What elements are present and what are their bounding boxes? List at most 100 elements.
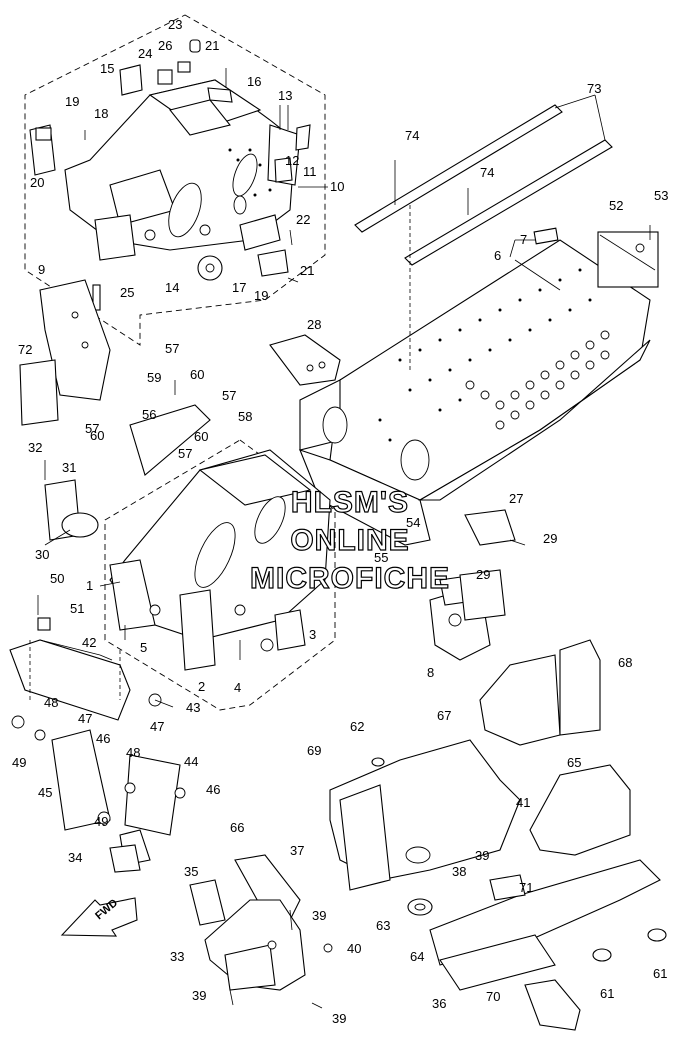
callout-39-mid: 39 [475, 848, 489, 863]
callout-64: 64 [410, 949, 424, 964]
callout-20: 20 [30, 175, 44, 190]
callout-51: 51 [70, 601, 84, 616]
lower-frame-assembly-box [104, 439, 336, 711]
callout-29-right: 29 [543, 531, 557, 546]
callout-74-right: 74 [480, 165, 494, 180]
left-brackets [19, 279, 341, 426]
callout-73: 73 [587, 81, 601, 96]
callout-70: 70 [486, 989, 500, 1004]
callout-8: 8 [427, 665, 434, 680]
callout-labels: 23 26 21 24 15 16 13 19 18 12 11 10 20 2… [12, 17, 668, 1026]
callout-21-low: 21 [300, 263, 314, 278]
callout-57-bottom: 57 [178, 446, 192, 461]
callout-62: 62 [350, 719, 364, 734]
leader-lines [29, 94, 606, 708]
callout-31: 31 [62, 460, 76, 475]
callout-15: 15 [100, 61, 114, 76]
callout-56: 56 [142, 407, 156, 422]
callout-3: 3 [309, 627, 316, 642]
callout-48-top: 48 [44, 695, 58, 710]
callout-2: 2 [198, 679, 205, 694]
callout-65: 65 [567, 755, 581, 770]
front-skid-plate [109, 844, 333, 1009]
callout-44: 44 [184, 754, 198, 769]
callout-34: 34 [68, 850, 82, 865]
callout-19-low: 19 [254, 288, 268, 303]
fwd-arrow-badge: FWD [60, 897, 138, 937]
callout-50: 50 [50, 571, 64, 586]
callout-13: 13 [278, 88, 292, 103]
callout-61-left: 61 [600, 986, 614, 1001]
callout-29-low: 29 [476, 567, 490, 582]
callout-59: 59 [147, 370, 161, 385]
lower-front-small-parts [9, 380, 274, 866]
callout-57-mid: 57 [222, 388, 236, 403]
callout-33: 33 [170, 949, 184, 964]
callout-48-mid: 48 [126, 745, 140, 760]
callout-24: 24 [138, 46, 152, 61]
callout-32: 32 [28, 440, 42, 455]
watermark-line-2: ONLINE [290, 524, 409, 557]
callout-42: 42 [82, 635, 96, 650]
callout-19-top: 19 [65, 94, 79, 109]
callout-47-right: 47 [150, 719, 164, 734]
callout-57-left: 57 [85, 421, 99, 436]
watermark: HLSM'S ONLINE MICROFICHE [249, 485, 450, 595]
upper-front-frame [64, 79, 301, 261]
callout-46-right: 46 [206, 782, 220, 797]
callout-36: 36 [432, 996, 446, 1011]
callout-11: 11 [303, 164, 317, 179]
callout-27: 27 [509, 491, 523, 506]
callout-69: 69 [307, 743, 321, 758]
callout-61-right: 61 [653, 966, 667, 981]
callout-47-top: 47 [78, 711, 92, 726]
callout-28: 28 [307, 317, 321, 332]
callout-74-left: 74 [405, 128, 419, 143]
callout-6: 6 [494, 248, 501, 263]
callout-30: 30 [35, 547, 49, 562]
callout-58: 58 [238, 409, 252, 424]
watermark-line-1: HLSM'S [291, 486, 409, 519]
watermark-line-3: MICROFICHE [250, 562, 450, 595]
callout-40: 40 [347, 941, 361, 956]
callout-41: 41 [516, 795, 530, 810]
callout-68: 68 [618, 655, 632, 670]
callout-67: 67 [437, 708, 451, 723]
callout-60-top: 60 [190, 367, 204, 382]
callout-54: 54 [406, 515, 420, 530]
callout-4: 4 [234, 680, 241, 695]
callout-10: 10 [330, 179, 344, 194]
callout-49-top: 49 [12, 755, 26, 770]
callout-26: 26 [158, 38, 172, 53]
callout-71: 71 [519, 880, 533, 895]
callout-18: 18 [94, 106, 108, 121]
callout-1: 1 [86, 578, 93, 593]
callout-52: 52 [609, 198, 623, 213]
callout-37: 37 [290, 843, 304, 858]
callout-49-low: 49 [94, 814, 108, 829]
callout-57-top: 57 [165, 341, 179, 356]
callout-60-left: 60 [90, 428, 104, 443]
callout-63: 63 [376, 918, 390, 933]
callout-9: 9 [38, 262, 45, 277]
callout-45: 45 [38, 785, 52, 800]
upper-frame-assembly-box [24, 14, 326, 346]
callout-39-skid: 39 [312, 908, 326, 923]
callout-66: 66 [230, 820, 244, 835]
callout-17: 17 [232, 280, 246, 295]
rear-footrest [329, 739, 667, 1031]
steering-brackets [429, 509, 526, 661]
callout-60-right: 60 [194, 429, 208, 444]
callout-38: 38 [452, 864, 466, 879]
callout-23: 23 [168, 17, 182, 32]
lower-front-frame [109, 449, 331, 671]
callout-22: 22 [296, 212, 310, 227]
callout-53: 53 [654, 188, 668, 203]
callout-46-top: 46 [96, 731, 110, 746]
callout-7: 7 [520, 232, 527, 247]
callout-55: 55 [374, 550, 388, 565]
upper-small-parts [29, 39, 311, 311]
callout-25: 25 [120, 285, 134, 300]
